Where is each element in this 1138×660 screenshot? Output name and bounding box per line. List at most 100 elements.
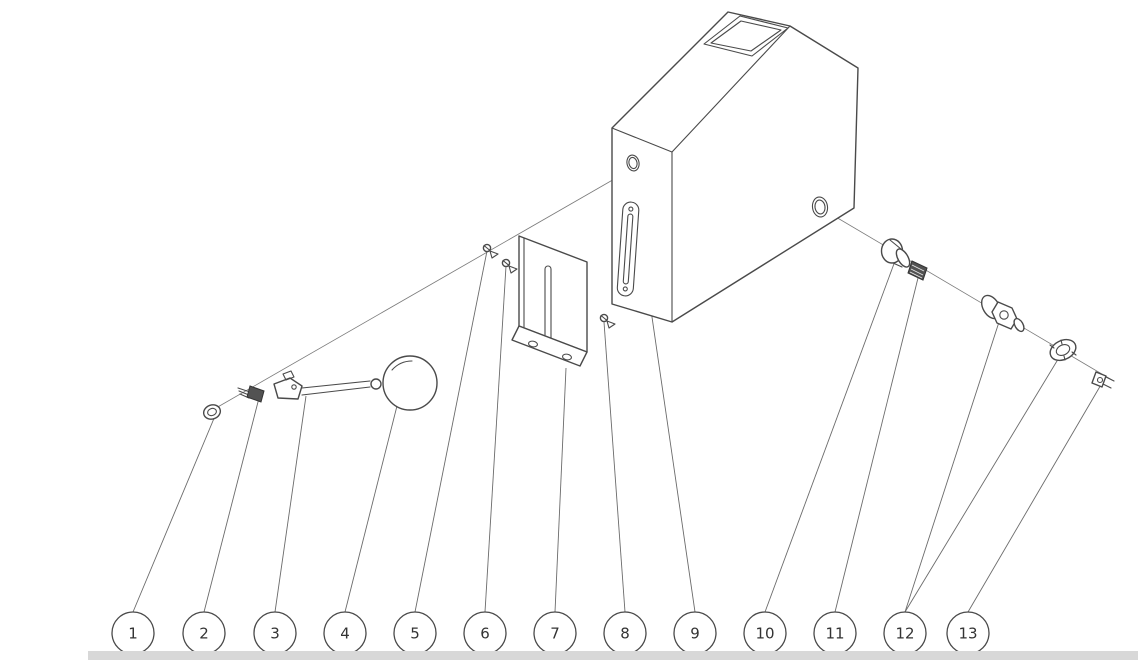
- enclosure-part: [611, 11, 859, 323]
- leader-line-13: [967, 382, 1103, 613]
- balloon-11: 11: [813, 611, 857, 655]
- balloon-label: 4: [340, 624, 350, 642]
- balloon-12: 12: [883, 611, 927, 655]
- balloon-7: 7: [533, 611, 577, 655]
- float-ball-part: [382, 355, 438, 411]
- ring-nut-part: [1049, 338, 1077, 362]
- balloon-5: 5: [393, 611, 437, 655]
- grommet-edge-top: [889, 239, 902, 250]
- balloon-1: 1: [111, 611, 155, 655]
- locknut-bore: [207, 407, 217, 417]
- valve-body-part: [273, 370, 382, 400]
- barb-tip-bottom: [1102, 383, 1112, 389]
- balloon-label: 9: [690, 624, 700, 642]
- bulkhead-fitting-part: [980, 294, 1025, 333]
- plug-thread-1: [911, 264, 925, 272]
- enclosure-top-edge: [671, 25, 791, 153]
- float-arm-end: [370, 378, 382, 390]
- leader-line-10: [764, 260, 896, 613]
- inlet-fitting-part: [237, 385, 265, 403]
- valve-housing: [273, 377, 303, 400]
- bracket-part: [511, 235, 588, 367]
- grommet-part: [880, 238, 911, 268]
- locknut-part: [202, 404, 222, 420]
- screw-8-part: [599, 313, 616, 329]
- leader-line-12-2: [904, 355, 1061, 613]
- screw-tip: [508, 265, 518, 274]
- slot-bottom-hole: [622, 286, 628, 292]
- ring-nut-notch-1: [1049, 344, 1055, 349]
- balloon-label: 5: [410, 624, 420, 642]
- leader-line-4: [344, 393, 401, 613]
- fitting-bore: [999, 310, 1009, 320]
- leader-line-1: [132, 415, 216, 613]
- screw-slot: [502, 259, 510, 267]
- balloon-10: 10: [743, 611, 787, 655]
- valve-top-nub: [282, 370, 295, 381]
- balloon-8: 8: [603, 611, 647, 655]
- ring-nut-outer: [1049, 338, 1077, 362]
- slot-top-hole: [628, 206, 634, 212]
- grommet-barrel: [895, 248, 911, 268]
- front-slot-plate: [616, 201, 640, 297]
- ring-nut-bore: [1055, 344, 1071, 356]
- leader-line-2: [203, 397, 260, 613]
- leader-line-12-1: [904, 321, 1000, 613]
- front-mount-hole: [626, 154, 640, 172]
- float-ball: [382, 355, 438, 411]
- lid-recess-outer: [703, 15, 789, 57]
- barb-body: [1091, 371, 1107, 388]
- leader-line-3: [274, 395, 307, 613]
- float-arm-top: [301, 380, 371, 389]
- float-ball-highlight: [391, 360, 413, 371]
- bottom-edge-strip: [88, 651, 1138, 660]
- side-mount-hole: [811, 196, 829, 218]
- screw-tip: [489, 250, 499, 259]
- balloon-4: 4: [323, 611, 367, 655]
- plug-thread-2: [910, 268, 924, 276]
- balloon-label: 1: [128, 624, 138, 642]
- balloon-label: 3: [270, 624, 280, 642]
- slot-opening: [622, 213, 634, 285]
- balloon-label: 13: [958, 624, 977, 642]
- leader-lines: [132, 172, 1103, 613]
- side-mount-hole-rim: [814, 199, 826, 215]
- valve-pivot-pin: [291, 384, 297, 390]
- bracket-flange: [511, 325, 588, 367]
- balloon-13: 13: [946, 611, 990, 655]
- ring-nut-notch-4: [1063, 355, 1066, 361]
- threaded-plug-part: [907, 260, 928, 281]
- balloon-label: 10: [755, 624, 774, 642]
- balloon-label: 6: [480, 624, 490, 642]
- balloon-label: 7: [550, 624, 560, 642]
- leader-line-8: [603, 321, 626, 613]
- balloon-label: 11: [825, 624, 844, 642]
- flange-hole-left: [527, 340, 539, 348]
- balloon-3: 3: [253, 611, 297, 655]
- balloon-label: 12: [895, 624, 914, 642]
- fitting-thread-1: [237, 387, 251, 393]
- float-arm-bottom: [301, 386, 371, 396]
- plug-thread-3: [909, 271, 923, 279]
- balloon-label: 2: [199, 624, 209, 642]
- ring-nut-notch-3: [1060, 339, 1063, 345]
- balloon-9: 9: [673, 611, 717, 655]
- screw-6-part: [501, 258, 518, 274]
- screw-5-part: [482, 243, 499, 259]
- fitting-stub: [1013, 317, 1025, 333]
- lid-recess-inner: [710, 20, 782, 52]
- balloon-label: 8: [620, 624, 630, 642]
- leader-line-6: [484, 265, 507, 613]
- barb-bore: [1096, 376, 1104, 384]
- fitting-hex-body: [991, 301, 1018, 330]
- plug-body: [907, 260, 928, 281]
- leader-line-11: [834, 273, 920, 613]
- leader-line-5: [414, 250, 488, 613]
- grommet-edge-bottom: [892, 262, 903, 268]
- barb-tip-top: [1105, 376, 1115, 382]
- enclosure-silhouette: [611, 11, 859, 323]
- left-assembly-axis: [215, 169, 631, 409]
